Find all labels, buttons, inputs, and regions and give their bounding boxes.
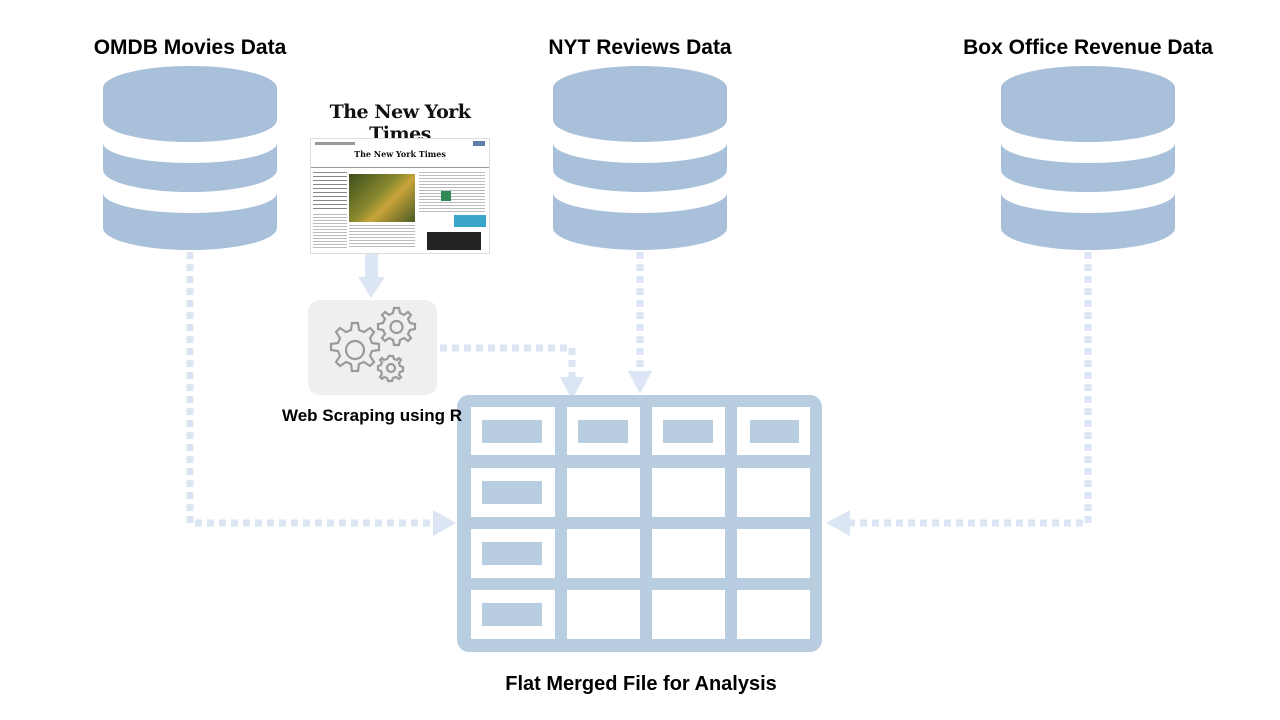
nyt-arrowhead [628, 371, 652, 394]
nyt-homepage-thumbnail: The New York Times [310, 138, 490, 254]
box-office-title: Box Office Revenue Data [963, 36, 1213, 59]
box-office-arrowhead [826, 510, 850, 536]
nyt-database-icon [553, 66, 727, 250]
omdb-database-icon [103, 66, 277, 250]
web-scraping-process-box [308, 300, 437, 395]
nyt-masthead: The New York Times [354, 149, 446, 159]
nyt-page-arrow-shaft [365, 251, 378, 278]
box-office-connector [848, 252, 1092, 527]
omdb-arrowhead [433, 510, 456, 536]
box-office-database-icon [1001, 66, 1175, 250]
web-scraping-label: Web Scraping using R [281, 406, 463, 425]
output-file-label: Flat Merged File for Analysis [505, 673, 777, 695]
table-grid-icon [457, 395, 822, 652]
omdb-connector [186, 252, 435, 527]
omdb-title: OMDB Movies Data [93, 36, 287, 59]
nyt-page-arrowhead [358, 277, 385, 298]
gears-icon [329, 306, 417, 383]
scrape-arrowhead [560, 377, 584, 400]
nyt-title: NYT Reviews Data [548, 36, 732, 59]
scrape-connector [440, 344, 576, 378]
